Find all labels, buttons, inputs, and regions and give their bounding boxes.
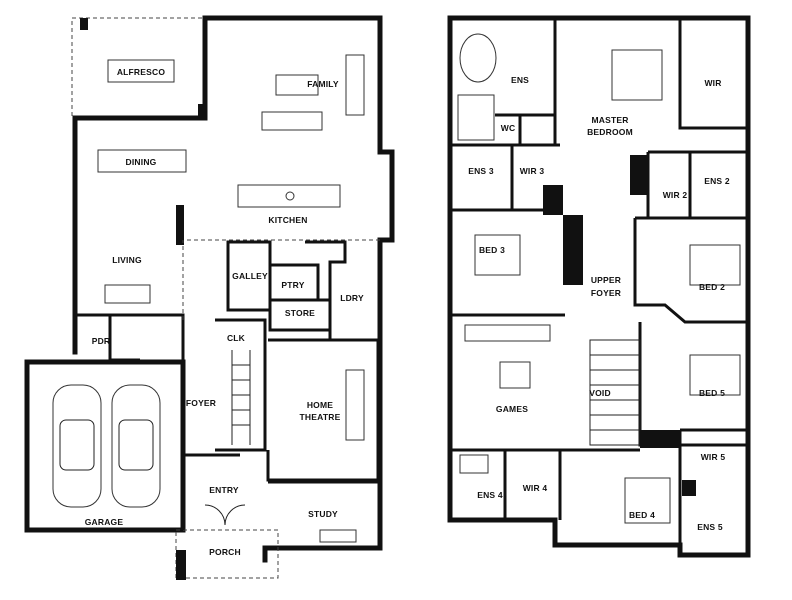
room-label-ens3: ENS 3 <box>468 166 494 176</box>
room-label-powder: PDR <box>92 336 111 346</box>
room-label-dining: DINING <box>126 157 157 167</box>
car-icon <box>52 384 102 508</box>
room-label-store: STORE <box>285 308 315 318</box>
room-label-wir3: WIR 3 <box>520 166 545 176</box>
room-label-upper-foyer-1: UPPER <box>591 275 621 285</box>
room-label-entry: ENTRY <box>209 485 239 495</box>
room-label-ens5: ENS 5 <box>697 522 723 532</box>
room-label-bed2: BED 2 <box>699 282 725 292</box>
room-label-kitchen: KITCHEN <box>268 215 307 225</box>
room-label-void: VOID <box>589 388 611 398</box>
room-label-wir2: WIR 2 <box>663 190 688 200</box>
room-label-galley: GALLEY <box>232 271 268 281</box>
room-label-ens2: ENS 2 <box>704 176 730 186</box>
room-label-wir: WIR <box>704 78 721 88</box>
room-label-theatre-1: HOME <box>307 400 333 410</box>
room-label-bed4: BED 4 <box>629 510 655 520</box>
room-label-laundry: LDRY <box>340 293 364 303</box>
room-label-wc: WC <box>501 123 516 133</box>
room-label-study: STUDY <box>308 509 338 519</box>
room-label-living: LIVING <box>112 255 142 265</box>
room-label-cloak: CLK <box>227 333 246 343</box>
room-label-games: GAMES <box>496 404 528 414</box>
room-label-master-1: MASTER <box>591 115 628 125</box>
room-label-wir5: WIR 5 <box>701 452 726 462</box>
ground-exterior-wall <box>202 15 395 563</box>
car-icon <box>111 384 161 508</box>
room-label-bed3: BED 3 <box>479 245 505 255</box>
room-label-ens4: ENS 4 <box>477 490 503 500</box>
room-label-upper-foyer-2: FOYER <box>591 288 621 298</box>
ground-exterior-wall-left <box>72 15 208 355</box>
room-label-wir4: WIR 4 <box>523 483 548 493</box>
room-label-alfresco: ALFRESCO <box>117 67 166 77</box>
room-label-garage: GARAGE <box>85 517 124 527</box>
room-label-pantry: PTRY <box>281 280 304 290</box>
upper-floor-plan: ENS WC MASTER BEDROOM WIR ENS 3 WIR 3 WI… <box>447 15 751 558</box>
room-label-theatre-2: THEATRE <box>300 412 341 422</box>
room-label-master-2: BEDROOM <box>587 127 633 137</box>
room-label-porch: PORCH <box>209 547 241 557</box>
room-label-bed5: BED 5 <box>699 388 725 398</box>
room-label-family: FAMILY <box>307 79 339 89</box>
room-label-ensuite: ENS <box>511 75 529 85</box>
room-label-foyer: FOYER <box>186 398 216 408</box>
ground-floor-plan: ALFRESCO FAMILY DINING KITCHEN LIVING GA… <box>24 15 395 580</box>
